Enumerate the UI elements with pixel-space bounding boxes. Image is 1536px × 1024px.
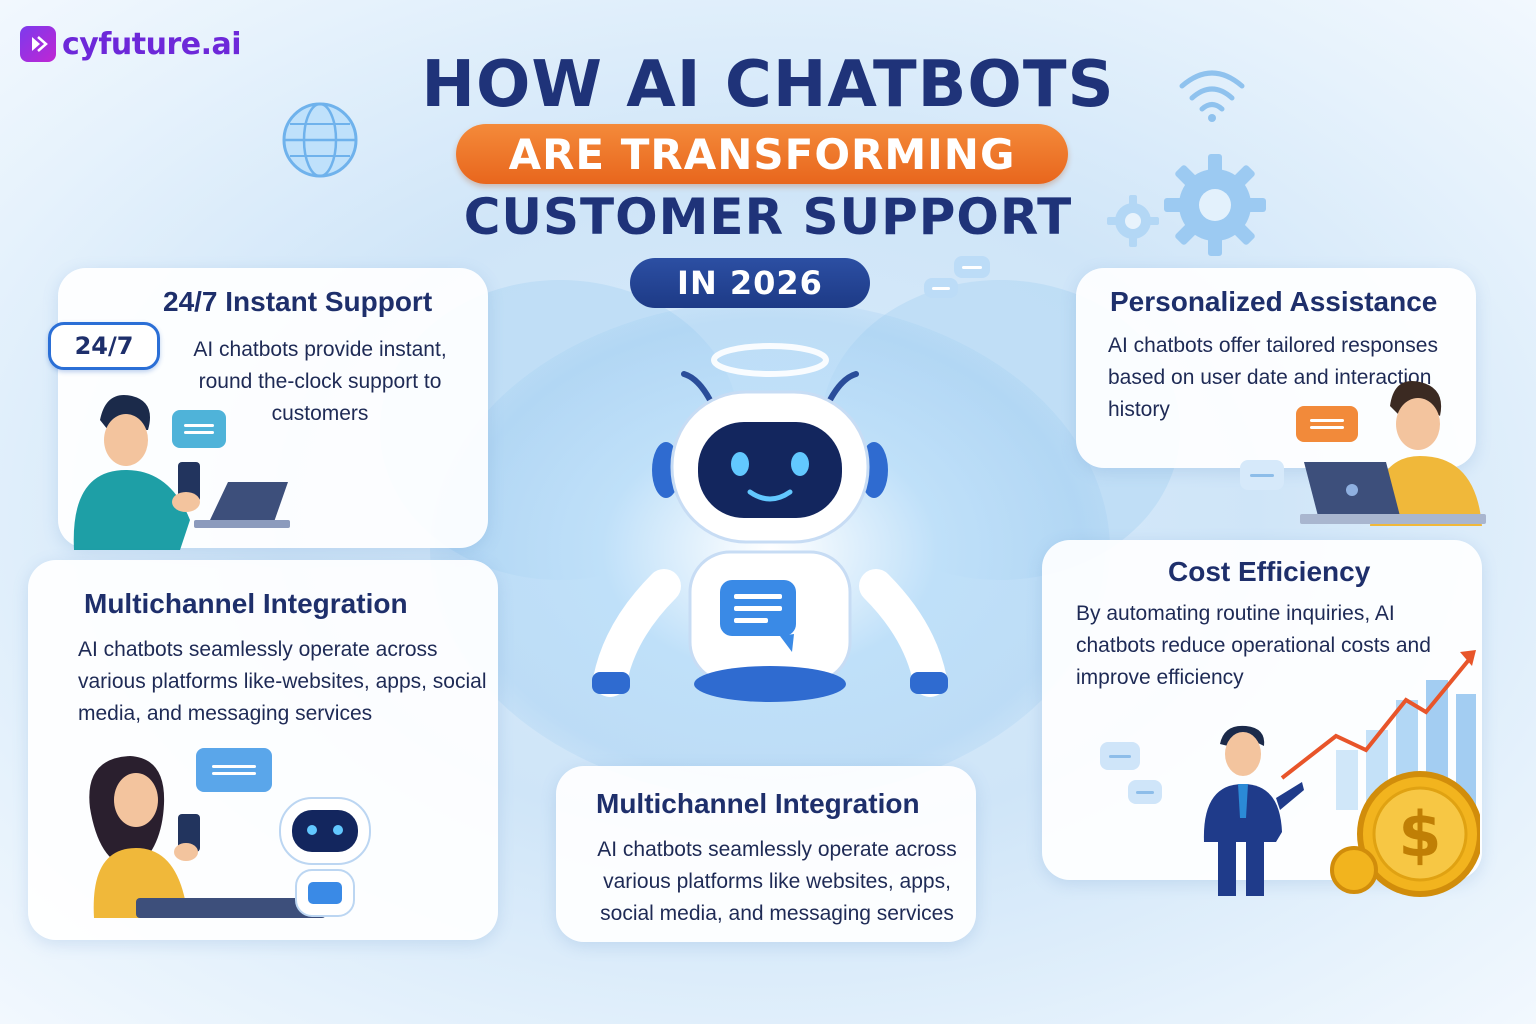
logo-mark-icon [20, 26, 56, 62]
chat-bubble-icon [924, 278, 958, 298]
orange-chat-bubble-icon [1296, 406, 1358, 442]
globe-icon [282, 102, 358, 178]
headline-line3: CUSTOMER SUPPORT [463, 188, 1073, 246]
card-multichannel-bottom: Multichannel Integration AI chatbots sea… [556, 766, 976, 942]
year-label: IN 2026 [677, 264, 823, 302]
card-text: AI chatbots provide instant, round the-c… [193, 338, 447, 425]
year-pill: IN 2026 [630, 258, 870, 308]
card-title: Multichannel Integration [596, 788, 920, 819]
badge-24-7: 24/7 [48, 322, 160, 370]
chat-bubble-icon [172, 410, 226, 448]
headline-line1: HOW AI CHATBOTS [421, 48, 1115, 122]
small-gear-icon [1107, 195, 1159, 247]
person-with-phone-illustration [73, 395, 290, 550]
robot-icon [592, 343, 948, 702]
card-text: AI chatbots offer tailored responses bas… [1108, 334, 1438, 421]
svg-text:$: $ [1398, 798, 1441, 871]
card-title: Personalized Assistance [1110, 286, 1438, 317]
card-text: AI chatbots seamlessly operate across va… [597, 838, 957, 925]
headline-line2: ARE TRANSFORMING [508, 129, 1016, 179]
badge-label: 24/7 [74, 332, 134, 360]
wifi-icon [1179, 70, 1245, 122]
dollar-coin-icon: $ [1330, 771, 1480, 897]
chat-bubble-icon [1100, 742, 1140, 770]
card-title: Multichannel Integration [84, 588, 408, 619]
logo-text: cyfuture.ai [62, 26, 242, 62]
card-title: Cost Efficiency [1168, 556, 1371, 587]
person-with-laptop-illustration [1300, 381, 1486, 526]
gear-icon [1164, 154, 1266, 256]
businessman-illustration [1203, 725, 1304, 896]
chat-bubble-icon [1240, 460, 1284, 490]
chat-bubble-icon [196, 748, 272, 792]
brand-logo: cyfuture.ai [20, 26, 242, 62]
card-text: By automating routine inquiries, AI chat… [1076, 602, 1431, 689]
chat-bubble-icon [1128, 780, 1162, 804]
card-title: 24/7 Instant Support [163, 286, 433, 317]
headline-line2-pill: ARE TRANSFORMING [456, 124, 1068, 184]
robot-glow [430, 300, 1110, 800]
woman-with-phone-illustration [89, 756, 326, 918]
chat-bubble-icon [954, 256, 990, 278]
small-robot-icon [279, 797, 371, 917]
card-text: AI chatbots seamlessly operate across va… [78, 638, 487, 725]
